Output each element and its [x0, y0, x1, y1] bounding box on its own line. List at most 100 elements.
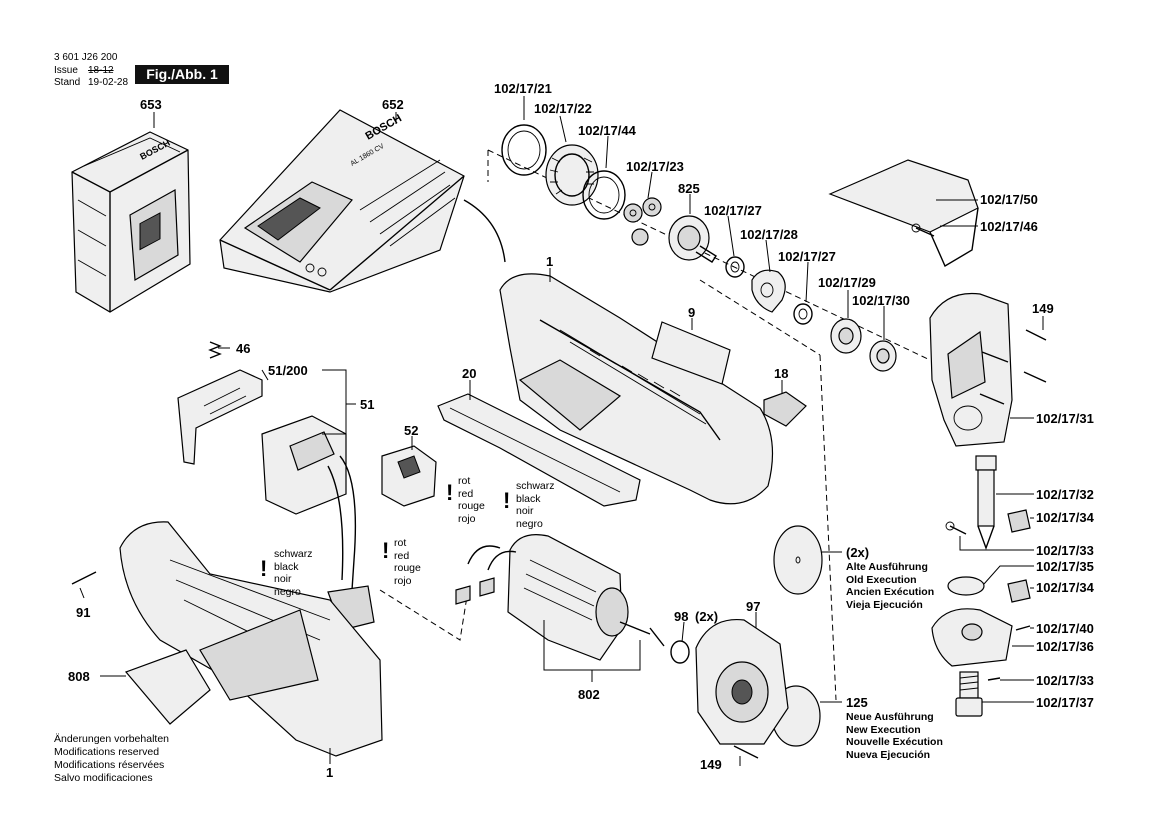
screw-102-17-40 — [1015, 625, 1031, 631]
part-label-125: 125 — [846, 695, 868, 710]
washer-102-17-27b — [793, 303, 813, 325]
new-execution-note: Neue Ausführung New Execution Nouvelle E… — [846, 711, 943, 761]
part-label-102-17-34a: 102/17/34 — [1036, 510, 1094, 525]
spring-46 — [208, 341, 222, 359]
stand-value: 19-02-28 — [88, 77, 129, 88]
wire-note-red-mid: rot red rouge rojo — [394, 537, 421, 587]
part-label-102-17-50: 102/17/50 — [980, 192, 1038, 207]
screw-102-17-33a — [949, 525, 967, 535]
part-label-102-17-36: 102/17/36 — [1036, 639, 1094, 654]
part-label-149a: 149 — [1032, 301, 1054, 316]
part-label-102-17-40: 102/17/40 — [1036, 621, 1094, 636]
part-label-808: 808 — [68, 669, 90, 684]
part-label-102-17-35: 102/17/35 — [1036, 559, 1094, 574]
wire-note-black-top: schwarz black noir negro — [516, 480, 555, 530]
insert-102-17-34b — [1007, 579, 1031, 603]
part-label-102-17-31: 102/17/31 — [1036, 411, 1094, 426]
screw-149b — [733, 745, 759, 759]
part-label-102-17-27b: 102/17/27 — [778, 249, 836, 264]
charger-652: BOSCH AL 1860 CV — [219, 109, 506, 293]
warning-mark-black-top: ! — [503, 488, 511, 513]
part-label-102-17-33b: 102/17/33 — [1036, 673, 1094, 688]
part-label-20: 20 — [462, 366, 477, 381]
part-label-149b: 149 — [700, 757, 722, 772]
bolt-102-17-37 — [955, 671, 983, 717]
issue-value: 18-12 — [88, 65, 114, 76]
part-label-102-17-23: 102/17/23 — [626, 159, 684, 174]
part-label-102-17-37: 102/17/37 — [1036, 695, 1094, 710]
doc-number: 3 601 J26 200 — [54, 52, 118, 63]
cover-plate-102-17-50 — [828, 159, 979, 233]
carrier-825 — [668, 215, 717, 263]
warning-mark-black-left: ! — [260, 556, 268, 581]
old-execution-note: Alte Ausführung Old Execution Ancien Exé… — [846, 561, 935, 611]
part-label-1-housing: 1 — [546, 254, 554, 269]
washer-98 — [670, 640, 690, 664]
part-label-9: 9 — [688, 305, 696, 320]
head-housing-102-17-31 — [929, 292, 1013, 447]
washer-102-17-27a — [725, 256, 745, 278]
part-label-102-17-33a: 102/17/33 — [1036, 543, 1094, 558]
bearing-102-17-30 — [869, 340, 897, 372]
handle-shell-1 — [119, 521, 383, 757]
motor-802 — [455, 534, 665, 661]
needle-bearing-102-17-22 — [545, 144, 599, 206]
rail-20 — [437, 393, 641, 507]
wire-note-red-top: rot red rouge rojo — [458, 475, 485, 525]
part-label-102-17-27a: 102/17/27 — [704, 203, 762, 218]
part-label-102-17-21: 102/17/21 — [494, 81, 552, 96]
switch-51 — [261, 415, 347, 515]
battery-pack-653: BOSCH — [71, 131, 191, 313]
screws-149 — [979, 329, 1047, 405]
issue-label: Issue — [54, 65, 78, 76]
gears-102-17-23 — [623, 197, 662, 246]
leader-lines — [79, 96, 1044, 766]
part-label-2x: (2x) — [846, 545, 870, 560]
disc-old-execution — [773, 525, 823, 595]
warning-mark-red-mid: ! — [382, 538, 390, 563]
housing-1 — [499, 273, 774, 505]
part-label-825: 825 — [678, 181, 700, 196]
part-label-102-17-46: 102/17/46 — [980, 219, 1038, 234]
part-label-102-17-32: 102/17/32 — [1036, 487, 1094, 502]
insert-102-17-34a — [1007, 509, 1031, 533]
cam-plate-102-17-28 — [751, 269, 786, 313]
part-label-91: 91 — [76, 605, 91, 620]
part-label-102-17-28: 102/17/28 — [740, 227, 798, 242]
part-label-652: 652 — [382, 97, 404, 112]
part-label-653: 653 — [140, 97, 162, 112]
figure-label: Fig./Abb. 1 — [135, 65, 229, 84]
die-102-17-36 — [931, 608, 1013, 667]
module-52 — [381, 445, 437, 507]
part-label-1-handle: 1 — [326, 765, 334, 780]
stand-label: Stand — [54, 77, 81, 88]
part-label-102-17-22: 102/17/22 — [534, 101, 592, 116]
warning-mark-red-top: ! — [446, 480, 454, 505]
part-label-98-qty: (2x) — [695, 609, 719, 624]
washer-102-17-35 — [947, 576, 985, 596]
flange-97 — [695, 618, 789, 745]
part-label-46: 46 — [236, 341, 251, 356]
screw-91 — [71, 571, 97, 585]
ring-102-17-21 — [501, 124, 547, 176]
part-label-97: 97 — [746, 599, 761, 614]
part-label-18: 18 — [774, 366, 789, 381]
screw-102-17-33b — [987, 677, 1001, 681]
part-label-102-17-34b: 102/17/34 — [1036, 580, 1094, 595]
part-label-102-17-44: 102/17/44 — [578, 123, 636, 138]
modifications-reserved-note: Änderungen vorbehalten Modifications res… — [54, 733, 170, 784]
label-strip-9 — [651, 321, 731, 385]
screw-102-17-46 — [915, 227, 935, 237]
part-label-51-200: 51/200 — [268, 363, 308, 378]
wire-note-black-left: schwarz black noir negro — [274, 548, 313, 598]
bracket-51-200 — [177, 369, 263, 465]
ring-102-17-44 — [582, 170, 626, 220]
part-label-51: 51 — [360, 397, 375, 412]
part-18 — [763, 391, 807, 427]
bearing-102-17-29 — [830, 318, 862, 354]
part-label-98: 98 — [674, 609, 689, 624]
part-label-802: 802 — [578, 687, 600, 702]
part-label-102-17-30: 102/17/30 — [852, 293, 910, 308]
